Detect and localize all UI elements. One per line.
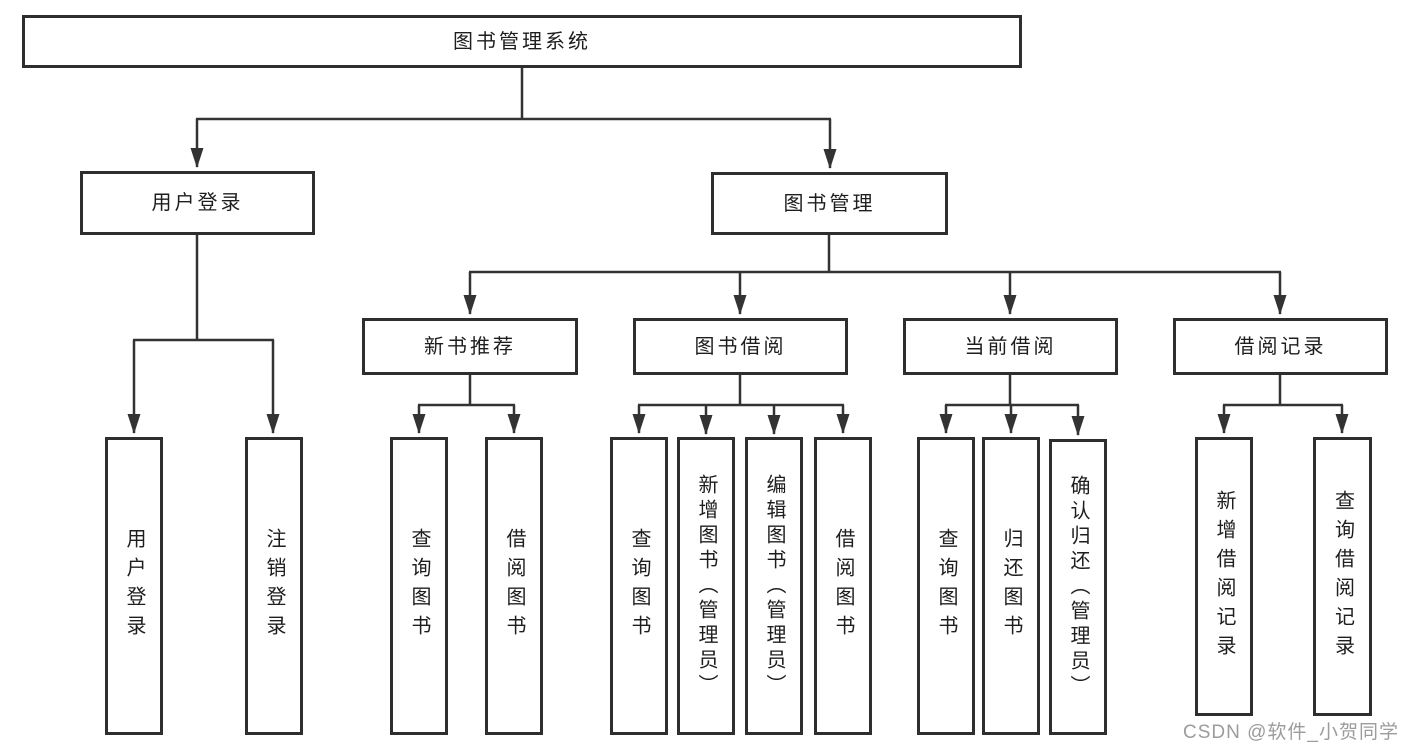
connector-book-borrow-branch — [632, 375, 850, 435]
node-label: 借阅图书 — [832, 528, 854, 644]
node-label: 查询借阅记录 — [1331, 489, 1354, 664]
leaf-logout: 注销登录 — [245, 437, 303, 735]
node-label: 用户登录 — [151, 192, 244, 214]
node-label: 查询图书 — [408, 528, 430, 644]
node-label: 编辑图书（管理员） — [763, 473, 785, 699]
csdn-watermark: CSDN @软件_小贺同学 — [1183, 722, 1399, 743]
leaf-return-book: 归还图书 — [982, 437, 1040, 735]
node-label: 查询图书 — [628, 528, 650, 644]
node-root-system: 图书管理系统 — [22, 15, 1022, 68]
leaf-query-borrow-record: 查询借阅记录 — [1313, 437, 1372, 716]
leaf-confirm-return-admin: 确认归还（管理员） — [1049, 439, 1107, 735]
node-label: 新增借阅记录 — [1213, 489, 1235, 664]
leaf-borrow-borrow-book: 借阅图书 — [814, 437, 872, 735]
leaf-add-book-admin: 新增图书（管理员） — [677, 437, 735, 735]
connector-book-management-branch — [463, 235, 1287, 315]
node-label: 归还图书 — [1000, 528, 1022, 644]
leaf-user-login: 用户登录 — [105, 437, 163, 735]
connector-user-login-branch — [127, 235, 280, 434]
connector-borrow-records-branch — [1217, 375, 1349, 434]
connector-root-to-level2 — [190, 68, 837, 169]
node-label: 查询图书 — [935, 528, 957, 644]
node-label: 用户登录 — [123, 528, 145, 644]
node-current-borrow: 当前借阅 — [903, 318, 1118, 375]
node-label: 当前借阅 — [964, 335, 1057, 358]
node-label: 确认归还（管理员） — [1067, 474, 1089, 700]
node-label: 借阅图书 — [503, 528, 525, 644]
node-label: 新增图书（管理员） — [695, 473, 717, 699]
node-new-book-recommend: 新书推荐 — [362, 318, 578, 375]
node-label: 新书推荐 — [424, 335, 516, 358]
node-label: 图书借阅 — [694, 335, 787, 358]
leaf-recommend-query-book: 查询图书 — [390, 437, 448, 735]
leaf-recommend-borrow-book: 借阅图书 — [485, 437, 543, 735]
node-user-login: 用户登录 — [80, 171, 315, 235]
node-label: 图书管理 — [783, 192, 876, 215]
node-book-borrow: 图书借阅 — [633, 318, 848, 375]
node-label: 借阅记录 — [1234, 335, 1327, 358]
leaf-current-query-book: 查询图书 — [917, 437, 975, 735]
node-label: 图书管理系统 — [453, 30, 591, 53]
leaf-edit-book-admin: 编辑图书（管理员） — [745, 437, 803, 735]
node-borrow-records: 借阅记录 — [1173, 318, 1388, 375]
leaf-add-borrow-record: 新增借阅记录 — [1195, 437, 1253, 716]
node-label: 注销登录 — [263, 528, 285, 644]
leaf-borrow-query-book: 查询图书 — [610, 437, 668, 735]
connector-current-borrow-branch — [939, 375, 1085, 436]
connector-new-book-recommend-branch — [412, 375, 521, 434]
node-book-management: 图书管理 — [711, 172, 948, 235]
